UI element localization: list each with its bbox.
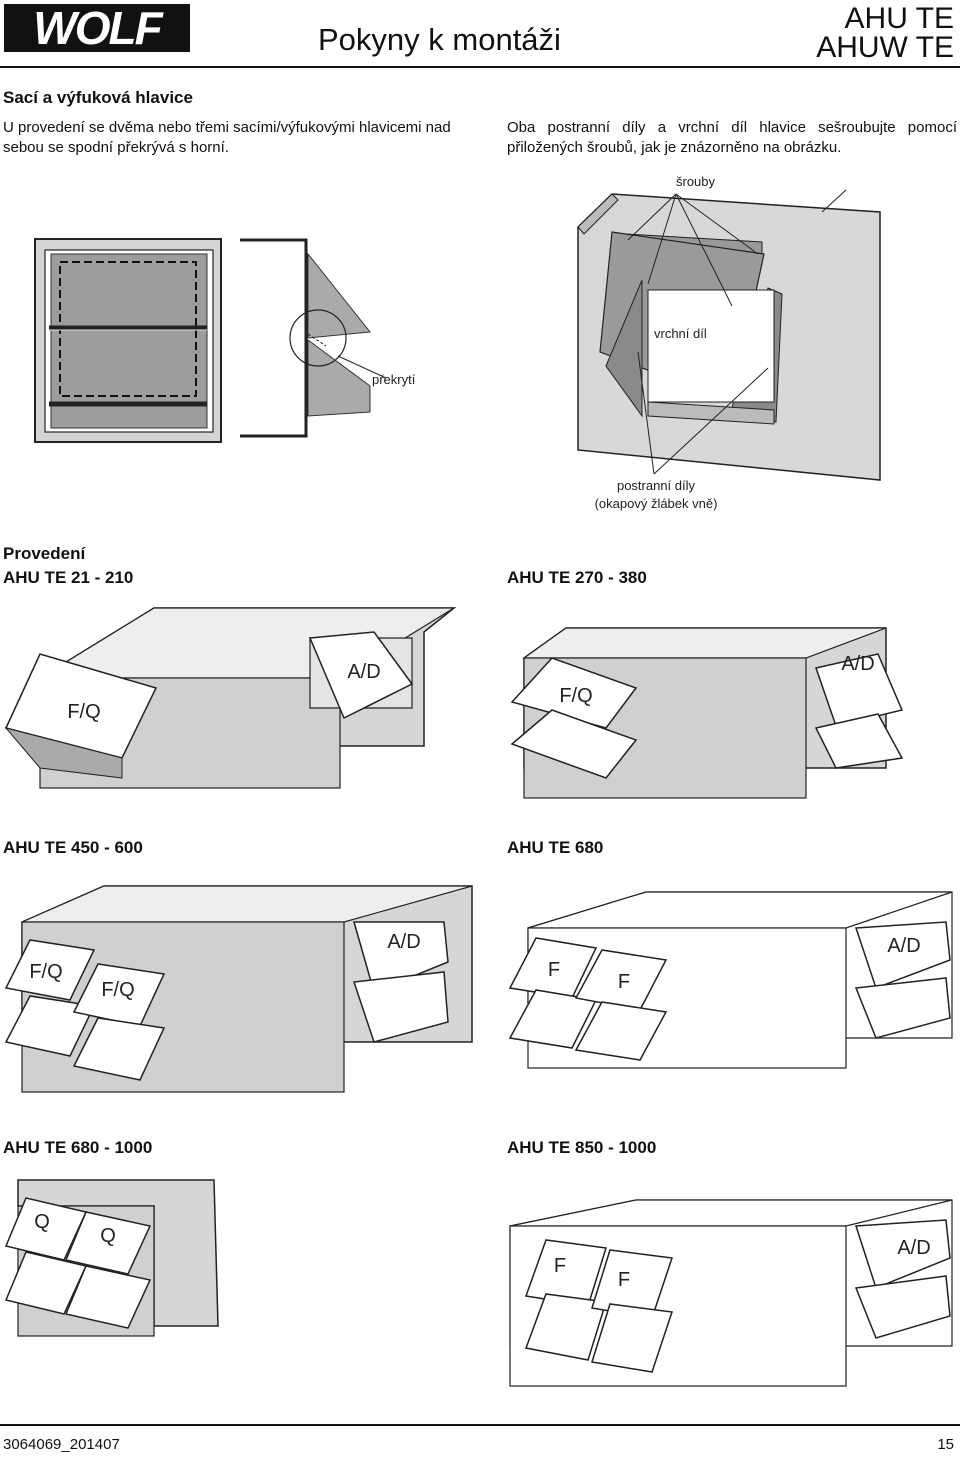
model-line-1: AHU TE bbox=[844, 2, 954, 35]
unit-label: A/D bbox=[897, 1237, 930, 1259]
unit-label: A/D bbox=[347, 661, 380, 683]
left-paragraph: U provedení se dvěma nebo třemi sacími/v… bbox=[3, 119, 451, 156]
unit-label: F bbox=[554, 1255, 566, 1277]
unit-drawing: Q Q bbox=[4, 1179, 219, 1337]
overlap-label-figure: překrytí bbox=[372, 372, 416, 387]
section-title: Sací a výfuková hlavice bbox=[3, 88, 193, 107]
unit-label: F/Q bbox=[67, 701, 100, 723]
unit-label: A/D bbox=[841, 653, 874, 675]
version-name: AHU TE 450 - 600 bbox=[3, 838, 143, 857]
unit-label: F/Q bbox=[559, 685, 592, 707]
unit-label: F bbox=[548, 959, 560, 981]
unit-label: A/D bbox=[887, 935, 920, 957]
unit-label: A/D bbox=[387, 931, 420, 953]
versions-heading: Provedení bbox=[3, 544, 86, 563]
document-code: 3064069_201407 bbox=[3, 1436, 120, 1453]
wolf-logo: WOLF bbox=[4, 2, 190, 54]
unit-drawing: F/Q F/Q A/D bbox=[4, 885, 473, 1093]
logo-text: WOLF bbox=[33, 2, 164, 54]
overlap-label: překrytí bbox=[372, 372, 416, 387]
unit-label: F bbox=[618, 1269, 630, 1291]
unit-label: Q bbox=[100, 1225, 116, 1247]
header-rule bbox=[0, 66, 960, 68]
hood-front-view-figure bbox=[34, 238, 222, 443]
footer-rule bbox=[0, 1424, 960, 1426]
unit-drawing: F/Q A/D bbox=[510, 627, 904, 799]
unit-label: F/Q bbox=[29, 961, 62, 983]
unit-label: Q bbox=[34, 1211, 50, 1233]
version-name: AHU TE 270 - 380 bbox=[507, 568, 647, 587]
version-name: AHU TE 21 - 210 bbox=[3, 568, 134, 587]
unit-drawing: F/Q A/D bbox=[4, 607, 457, 789]
page-number: 15 bbox=[937, 1436, 954, 1453]
model-line-2: AHUW TE bbox=[816, 31, 954, 64]
side-parts-label: postranní díly bbox=[617, 478, 696, 493]
right-paragraph: Oba postranní díly a vrchní díl hlavice … bbox=[507, 119, 957, 156]
unit-drawing: F F A/D bbox=[508, 891, 953, 1069]
version-name: AHU TE 680 bbox=[507, 838, 604, 857]
unit-label: F/Q bbox=[101, 979, 134, 1001]
unit-drawing: F F A/D bbox=[509, 1199, 953, 1387]
top-part-label: vrchní díl bbox=[654, 326, 707, 341]
version-name: AHU TE 850 - 1000 bbox=[507, 1138, 657, 1157]
unit-label: F bbox=[618, 971, 630, 993]
version-name: AHU TE 680 - 1000 bbox=[3, 1138, 153, 1157]
document-title: Pokyny k montáži bbox=[318, 22, 561, 57]
side-parts-note: (okapový žlábek vně) bbox=[595, 496, 718, 511]
hood-side-view-figure bbox=[240, 238, 387, 438]
screws-label: šrouby bbox=[676, 174, 716, 189]
hood-assembly-figure: šrouby vrchní díl postranní díly (okapov… bbox=[577, 174, 881, 511]
